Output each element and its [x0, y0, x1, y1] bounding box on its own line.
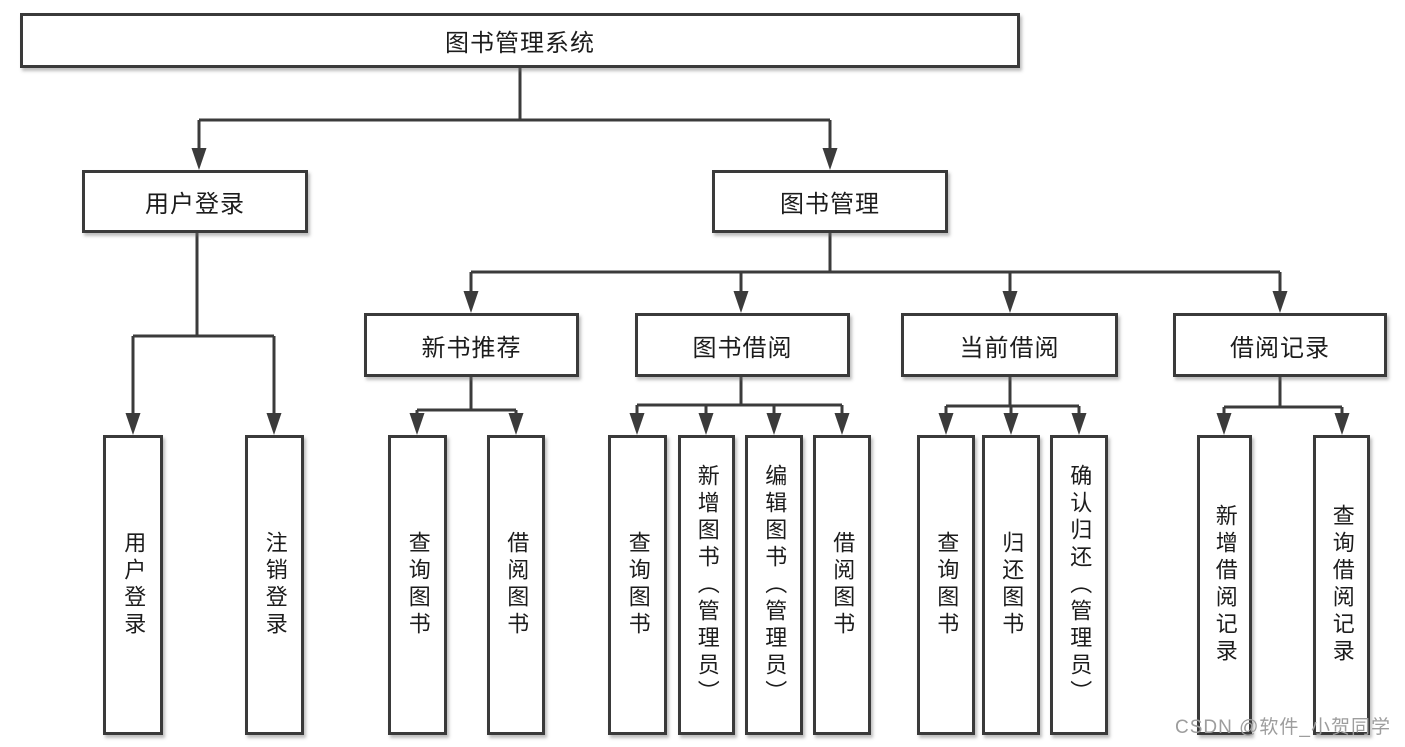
- leaf-add-book-admin: 新增图书（管理员）: [678, 435, 735, 735]
- leaf-logout: 注销登录: [245, 435, 304, 735]
- node-book-management-label: 图书管理: [780, 191, 880, 218]
- leaf-logout-label: 注销登录: [262, 531, 288, 639]
- leaf-query-books-borrow: 查询图书: [608, 435, 667, 735]
- leaf-borrow-books-borrow-label: 借阅图书: [830, 531, 856, 639]
- leaf-edit-book-admin: 编辑图书（管理员）: [745, 435, 803, 735]
- node-current-borrow-label: 当前借阅: [959, 334, 1060, 362]
- leaf-query-borrow-record-label: 查询借阅记录: [1329, 504, 1355, 666]
- leaf-borrow-books-recommend: 借阅图书: [487, 435, 545, 735]
- node-borrow-records-label: 借阅记录: [1230, 334, 1330, 362]
- leaf-query-books-recommend-label: 查询图书: [405, 531, 431, 639]
- arrowheads: [125, 148, 1350, 435]
- node-book-borrow: 图书借阅: [635, 313, 850, 377]
- node-book-management: 图书管理: [712, 170, 948, 233]
- leaf-confirm-return-admin-label: 确认归还（管理员）: [1067, 463, 1093, 707]
- leaf-user-login: 用户登录: [103, 435, 163, 735]
- node-new-book-recommend: 新书推荐: [364, 313, 579, 377]
- node-current-borrow: 当前借阅: [901, 313, 1118, 377]
- csdn-watermark: CSDN @软件_小贺同学: [1175, 717, 1391, 738]
- leaf-query-books-recommend: 查询图书: [388, 435, 447, 735]
- leaf-query-borrow-record: 查询借阅记录: [1313, 435, 1370, 735]
- leaf-return-book-label: 归还图书: [999, 531, 1025, 639]
- leaf-add-book-admin-label: 新增图书（管理员）: [694, 463, 720, 707]
- node-book-borrow-label: 图书借阅: [692, 334, 793, 362]
- leaf-borrow-books-recommend-label: 借阅图书: [504, 531, 530, 639]
- leaf-query-books-current: 查询图书: [917, 435, 975, 735]
- leaf-borrow-books-borrow: 借阅图书: [813, 435, 871, 735]
- node-root-label: 图书管理系统: [445, 30, 595, 57]
- leaf-query-books-borrow-label: 查询图书: [625, 531, 651, 639]
- node-user-login: 用户登录: [82, 170, 308, 233]
- node-root-system: 图书管理系统: [20, 13, 1020, 68]
- leaf-return-book: 归还图书: [982, 435, 1040, 735]
- node-new-book-recommend-label: 新书推荐: [421, 334, 522, 362]
- leaf-user-login-label: 用户登录: [121, 531, 147, 639]
- leaf-add-borrow-record: 新增借阅记录: [1197, 435, 1252, 735]
- node-user-login-label: 用户登录: [145, 191, 245, 218]
- leaf-edit-book-admin-label: 编辑图书（管理员）: [762, 463, 788, 707]
- leaf-query-books-current-label: 查询图书: [934, 531, 960, 639]
- leaf-confirm-return-admin: 确认归还（管理员）: [1050, 435, 1108, 735]
- leaf-add-borrow-record-label: 新增借阅记录: [1212, 504, 1238, 666]
- node-borrow-records: 借阅记录: [1173, 313, 1387, 377]
